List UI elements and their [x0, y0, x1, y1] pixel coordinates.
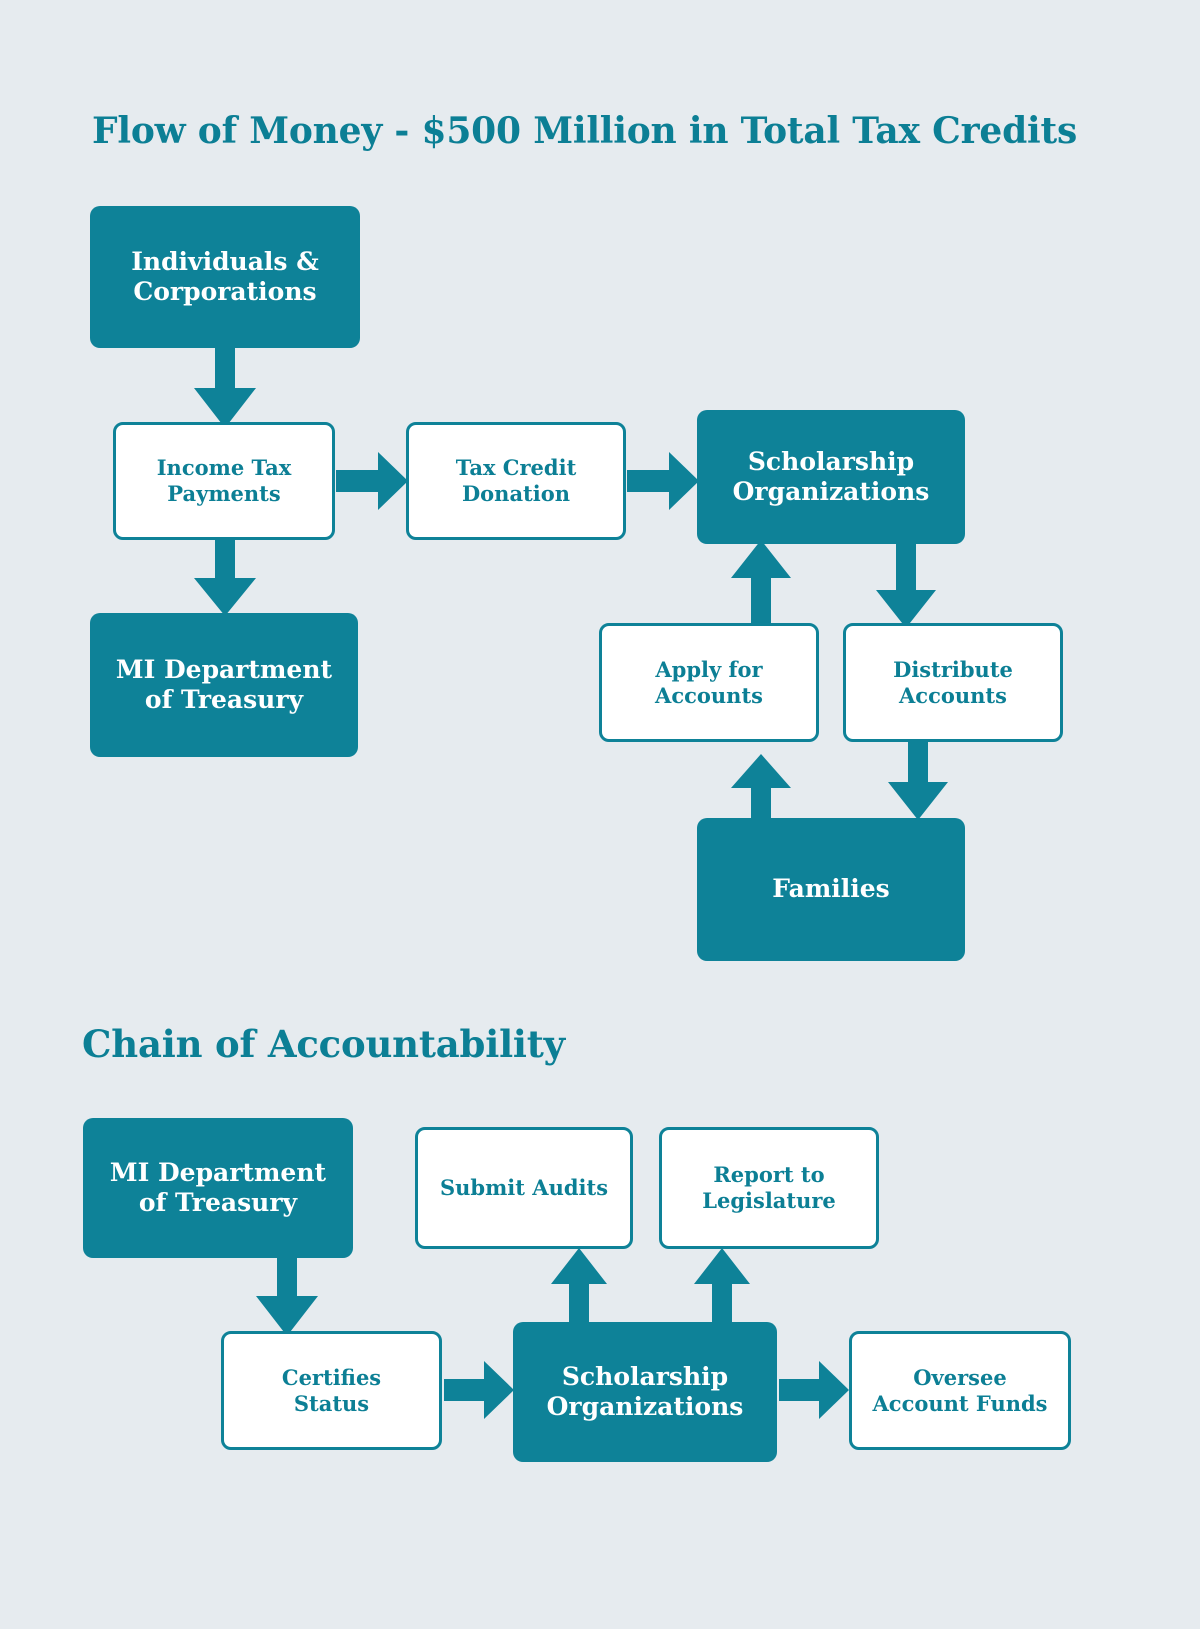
node-apply-for-accounts-line2: Accounts	[655, 682, 763, 708]
node-individuals-corporations-line1: Individuals &	[131, 246, 319, 276]
arrow-right-scholarship-orgs-to-oversee	[779, 1361, 849, 1419]
node-scholarship-organizations-chain-line2: Organizations	[546, 1392, 744, 1421]
arrow-down-individuals-to-income-tax	[194, 344, 256, 428]
node-report-to-legislature[interactable]: Report to Legislature	[659, 1127, 879, 1249]
node-oversee-account-funds[interactable]: Oversee Account Funds	[849, 1331, 1071, 1450]
arrow-down-scholarship-orgs-to-distribute	[876, 540, 936, 628]
node-submit-audits[interactable]: Submit Audits	[415, 1127, 633, 1249]
node-scholarship-organizations-chain-line1: Scholarship	[561, 1361, 729, 1391]
arrow-up-apply-to-scholarship-orgs	[731, 540, 791, 628]
node-report-to-legislature-line1: Report to	[713, 1162, 825, 1188]
node-individuals-corporations[interactable]: Individuals & Corporations	[90, 206, 360, 348]
node-submit-audits-label: Submit Audits	[439, 1175, 609, 1201]
chain-of-accountability-title: Chain of Accountability	[82, 1022, 565, 1066]
node-tax-credit-donation-line2: Donation	[461, 481, 571, 506]
node-certifies-status-line1: Certifies	[281, 1364, 382, 1390]
node-income-tax-payments-line2: Payments	[167, 481, 281, 506]
node-certifies-status-line2: Status	[293, 1390, 370, 1416]
node-mi-treasury-chain-line2: of Treasury	[138, 1188, 298, 1217]
node-individuals-corporations-line2: Corporations	[133, 277, 317, 306]
arrow-down-treasury-to-certifies	[256, 1252, 318, 1336]
arrow-down-distribute-to-families	[888, 738, 948, 820]
node-mi-treasury-flow-line1: MI Department	[115, 654, 333, 684]
node-mi-treasury-chain[interactable]: MI Department of Treasury	[83, 1118, 353, 1258]
node-mi-treasury-flow[interactable]: MI Department of Treasury	[90, 613, 358, 757]
node-income-tax-payments-line1: Income Tax	[156, 455, 292, 481]
arrow-up-scholarship-orgs-to-report-legislature	[694, 1248, 750, 1330]
flow-of-money-title: Flow of Money - $500 Million in Total Ta…	[92, 110, 1078, 152]
node-scholarship-organizations-flow-line2: Organizations	[732, 477, 930, 506]
arrow-right-tax-credit-to-scholarship-orgs	[627, 452, 699, 510]
node-apply-for-accounts-line1: Apply for	[655, 656, 763, 682]
node-distribute-accounts-line2: Accounts	[899, 682, 1007, 708]
node-distribute-accounts-line1: Distribute	[893, 656, 1013, 682]
arrow-down-income-tax-to-treasury	[194, 536, 256, 616]
node-oversee-account-funds-line2: Account Funds	[872, 1390, 1048, 1416]
arrow-right-income-tax-to-tax-credit	[336, 452, 408, 510]
node-mi-treasury-chain-line1: MI Department	[109, 1157, 327, 1187]
node-mi-treasury-flow-line2: of Treasury	[144, 685, 304, 714]
node-income-tax-payments[interactable]: Income Tax Payments	[113, 422, 335, 540]
node-distribute-accounts[interactable]: Distribute Accounts	[843, 623, 1063, 742]
arrow-right-certifies-to-scholarship-orgs	[444, 1361, 514, 1419]
node-oversee-account-funds-line1: Oversee	[913, 1364, 1007, 1390]
node-families[interactable]: Families	[697, 818, 965, 961]
node-tax-credit-donation-line1: Tax Credit	[455, 455, 577, 481]
node-scholarship-organizations-flow-line1: Scholarship	[747, 446, 915, 476]
node-tax-credit-donation[interactable]: Tax Credit Donation	[406, 422, 626, 540]
arrow-up-families-to-apply	[731, 754, 791, 826]
node-scholarship-organizations-chain[interactable]: Scholarship Organizations	[513, 1322, 777, 1462]
arrow-up-scholarship-orgs-to-submit-audits	[551, 1248, 607, 1330]
node-scholarship-organizations-flow[interactable]: Scholarship Organizations	[697, 410, 965, 544]
node-certifies-status[interactable]: Certifies Status	[221, 1331, 442, 1450]
node-apply-for-accounts[interactable]: Apply for Accounts	[599, 623, 819, 742]
node-families-label: Families	[772, 874, 890, 904]
node-report-to-legislature-line2: Legislature	[702, 1188, 836, 1213]
